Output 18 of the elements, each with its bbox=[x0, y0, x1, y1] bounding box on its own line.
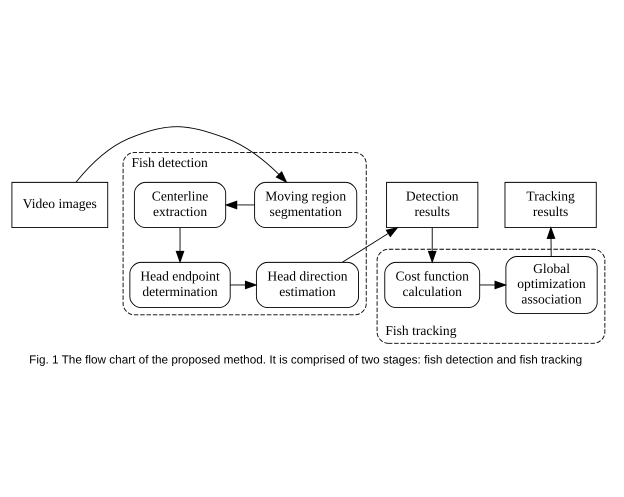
arrow bbox=[342, 226, 399, 263]
arrow bbox=[75, 126, 288, 184]
arrow bbox=[428, 227, 437, 264]
node-box: Head direction estimation bbox=[256, 262, 359, 308]
arrow bbox=[230, 280, 258, 290]
arrow bbox=[224, 200, 256, 210]
arrow bbox=[546, 226, 556, 257]
node-box: Cost function calculation bbox=[384, 262, 480, 308]
node-box: Video images bbox=[11, 182, 108, 228]
node-box: Detection results bbox=[386, 182, 478, 228]
node-box: Head endpoint determination bbox=[129, 262, 231, 308]
node-box: Tracking results bbox=[504, 182, 597, 228]
node-box: Global optimization association bbox=[505, 256, 598, 314]
arrow bbox=[479, 280, 508, 290]
node-box: Centerline extraction bbox=[134, 182, 226, 228]
caption: Fig. 1 The flow chart of the proposed method. It is comprised of two stages: fish detection and fish tracking bbox=[29, 354, 582, 367]
node-box: Moving region segmentation bbox=[254, 182, 358, 228]
arrow bbox=[176, 227, 184, 264]
